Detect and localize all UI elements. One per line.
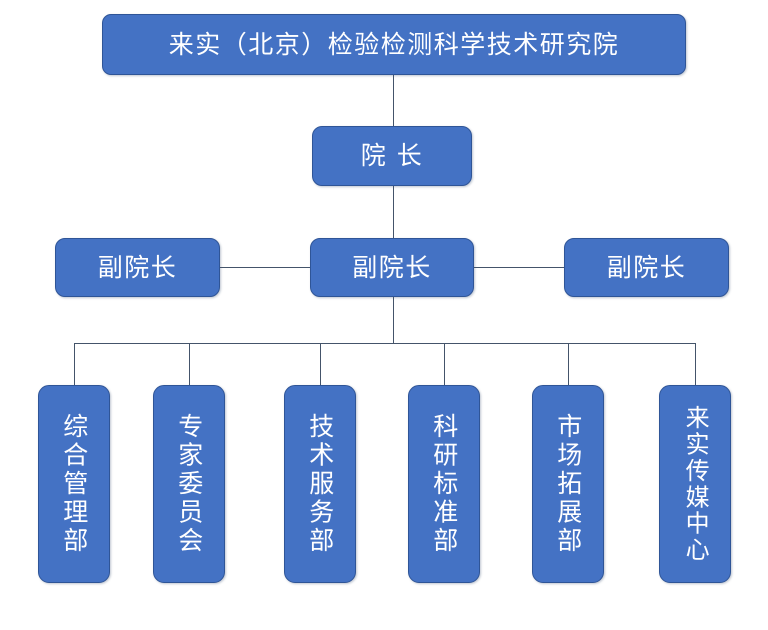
connector-root-to-director bbox=[393, 75, 394, 126]
org-node-director[interactable]: 院 长 bbox=[312, 126, 472, 186]
connector-vice-center-to-left bbox=[220, 267, 310, 268]
org-node-department-general-management[interactable]: 综合管理部 bbox=[38, 385, 110, 583]
org-node-department-research-standard[interactable]: 科研标准部 bbox=[408, 385, 480, 583]
connector-director-to-vice-center bbox=[393, 186, 394, 238]
connector-bus-to-dept-1 bbox=[74, 343, 75, 385]
org-node-vice-director-right[interactable]: 副院长 bbox=[564, 238, 729, 297]
org-node-department-laishi-media-center[interactable]: 来实传媒中心 bbox=[659, 385, 731, 583]
connector-bus-to-dept-3 bbox=[320, 343, 321, 385]
org-node-institute[interactable]: 来实（北京）检验检测科学技术研究院 bbox=[102, 14, 686, 75]
org-node-vice-director-center[interactable]: 副院长 bbox=[310, 238, 474, 297]
connector-bus-to-dept-2 bbox=[189, 343, 190, 385]
connector-bus-to-dept-5 bbox=[568, 343, 569, 385]
org-node-department-market-development[interactable]: 市场拓展部 bbox=[532, 385, 604, 583]
connector-vice-to-bus bbox=[393, 297, 394, 343]
connector-bus-to-dept-4 bbox=[444, 343, 445, 385]
connector-bus-to-dept-6 bbox=[695, 343, 696, 385]
org-node-vice-director-left[interactable]: 副院长 bbox=[55, 238, 220, 297]
org-node-department-technical-service[interactable]: 技术服务部 bbox=[284, 385, 356, 583]
connector-department-bus bbox=[74, 343, 695, 344]
org-node-department-expert-committee[interactable]: 专家委员会 bbox=[153, 385, 225, 583]
connector-vice-center-to-right bbox=[474, 267, 564, 268]
